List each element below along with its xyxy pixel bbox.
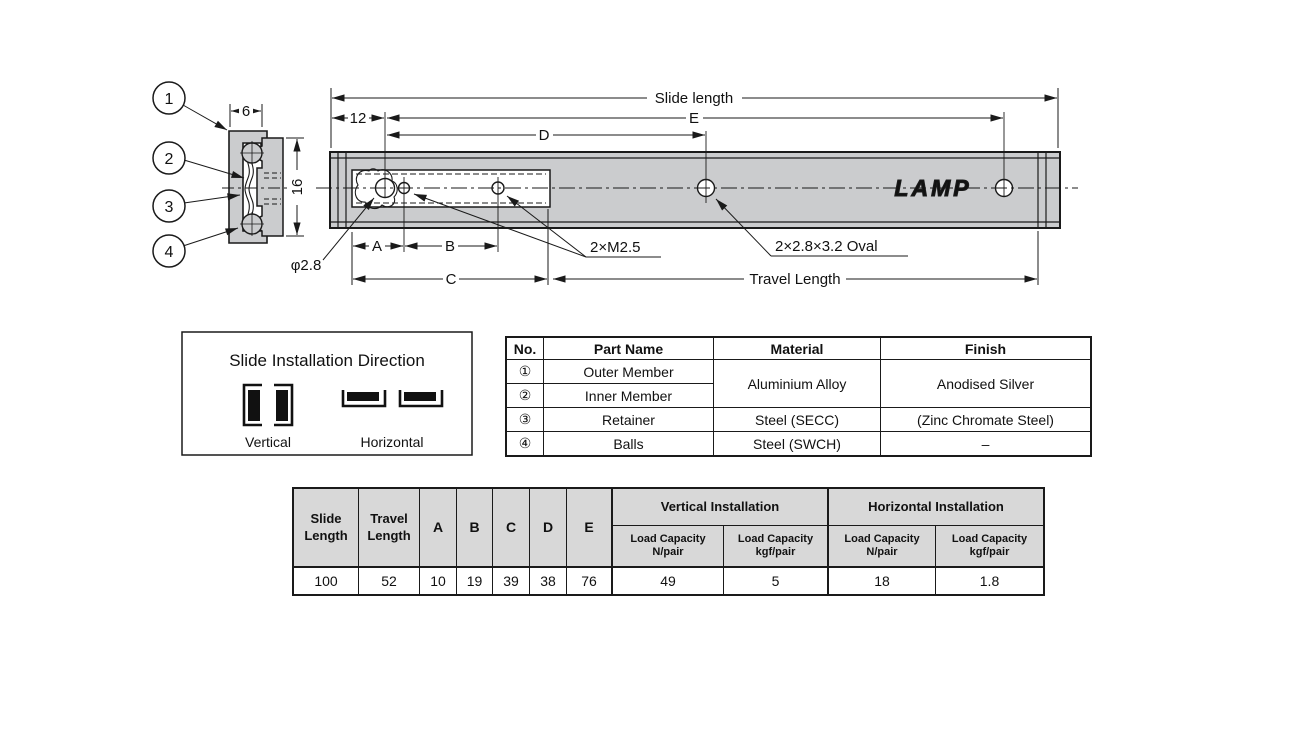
part-name: Balls [543,431,714,457]
spec-data-row: 100 52 10 19 39 38 76 49 5 18 1.8 [292,566,1045,596]
label-bg [239,104,253,117]
spec-col-c: C [492,487,530,568]
lamp-logo: LAMP [894,175,971,201]
part-no: ② [505,383,544,408]
value-horizontal-kgf: 1.8 [935,566,1045,596]
part-name: Inner Member [543,383,714,408]
part-name: Retainer [543,407,714,432]
spec-col-e: E [566,487,613,568]
hole-crosshairs [384,112,1005,252]
dim-c-label: C [446,271,457,288]
table-row: ① Outer Member Aluminium Alloy Anodised … [505,359,1092,408]
dim-section-height-label: 16 [289,179,306,196]
dim-offset-label: 12 [350,110,367,127]
vertical-install-icon [242,383,294,427]
part-finish: Anodised Silver [880,359,1092,408]
horizontal-label: Horizontal [360,434,423,450]
parts-header-row: No. Part Name Material Finish [505,336,1092,360]
vertical-label: Vertical [245,434,291,450]
dim-a-label: A [372,238,382,255]
value-d: 38 [529,566,567,596]
spec-col-a: A [419,487,457,568]
part-no: ④ [505,431,544,457]
callout-1: 1 [165,91,174,108]
spec-header-row-2: Load Capacity N/pair Load Capacity kgf/p… [293,525,1045,568]
horizontal-install-icon [341,390,444,408]
ball-crosshairs [240,141,264,236]
table-row: ② Inner Member [505,383,1091,408]
spec-header-row-1: Slide Length Travel Length A B C D E Ver… [292,487,1045,568]
technical-drawing: 6 16 1 2 3 4 [152,81,1078,456]
parts-col-name: Part Name [543,336,714,360]
part-no: ③ [505,407,544,432]
callout-3: 3 [165,199,174,216]
value-a: 10 [419,566,457,596]
label-bg [289,170,305,205]
parts-col-material: Material [713,336,881,360]
cross-section-view: 6 16 1 2 3 4 [152,81,306,268]
dim-e-label: E [689,110,699,127]
installation-direction-box: Slide Installation Direction Vertical Ho… [181,331,473,456]
dim-b-label: B [445,238,455,255]
spec-col-horizontal-kgf: Load Capacity kgf/pair [935,525,1045,568]
value-b: 19 [456,566,493,596]
value-e: 76 [566,566,613,596]
dim-travel-label: Travel Length [749,271,840,288]
parts-col-no: No. [505,336,544,360]
part-name: Outer Member [543,359,714,384]
table-row: ④ Balls Steel (SWCH) – [505,431,1092,457]
parts-col-finish: Finish [880,336,1092,360]
value-travel-length: 52 [358,566,420,596]
callout-4: 4 [165,244,174,261]
spec-group-horizontal: Horizontal Installation [827,487,1045,526]
spec-col-slide-length: Slide Length [292,487,359,568]
dimensions [322,88,1059,285]
table-row: ③ Retainer Steel (SECC) (Zinc Chromate S… [505,407,1092,432]
part-material: Steel (SECC) [713,407,881,432]
spec-col-horizontal-n: Load Capacity N/pair [827,525,936,568]
part-no: ① [505,359,544,384]
callout-2: 2 [165,151,174,168]
dim-section-width-label: 6 [242,103,250,120]
value-vertical-kgf: 5 [723,566,829,596]
dimension-labels: Slide length 12 E D A B C Travel Length … [291,90,878,288]
part-finish: (Zinc Chromate Steel) [880,407,1092,432]
dim-thread-label: 2×M2.5 [590,239,640,256]
part-finish: – [880,431,1092,457]
installation-title: Slide Installation Direction [229,351,425,370]
dim-hole-dia-label: φ2.8 [291,257,322,274]
value-horizontal-n: 18 [827,566,936,596]
spec-table: Slide Length Travel Length A B C D E Ver… [292,487,1045,596]
part-material: Steel (SWCH) [713,431,881,457]
dim-d-label: D [539,127,550,144]
slide-edge-lines [330,152,1060,228]
side-view: LAMP [316,112,1078,252]
value-c: 39 [492,566,530,596]
callout-balloons: 1 2 3 4 [152,81,186,268]
spec-col-vertical-kgf: Load Capacity kgf/pair [723,525,829,568]
section-hidden-lines [264,172,281,205]
spec-col-travel-length: Travel Length [358,487,420,568]
spec-col-b: B [456,487,493,568]
spec-col-d: D [529,487,567,568]
parts-table: No. Part Name Material Finish ① Outer Me… [505,336,1092,457]
dim-oval-label: 2×2.8×3.2 Oval [775,238,878,255]
spec-group-vertical: Vertical Installation [611,487,829,526]
value-slide-length: 100 [292,566,359,596]
spec-col-vertical-n: Load Capacity N/pair [611,525,724,568]
hole-1-blob [354,168,398,210]
part-material: Aluminium Alloy [713,359,881,408]
dim-slide-length-label: Slide length [655,90,733,107]
value-vertical-n: 49 [611,566,724,596]
callout-leaders [182,104,245,247]
